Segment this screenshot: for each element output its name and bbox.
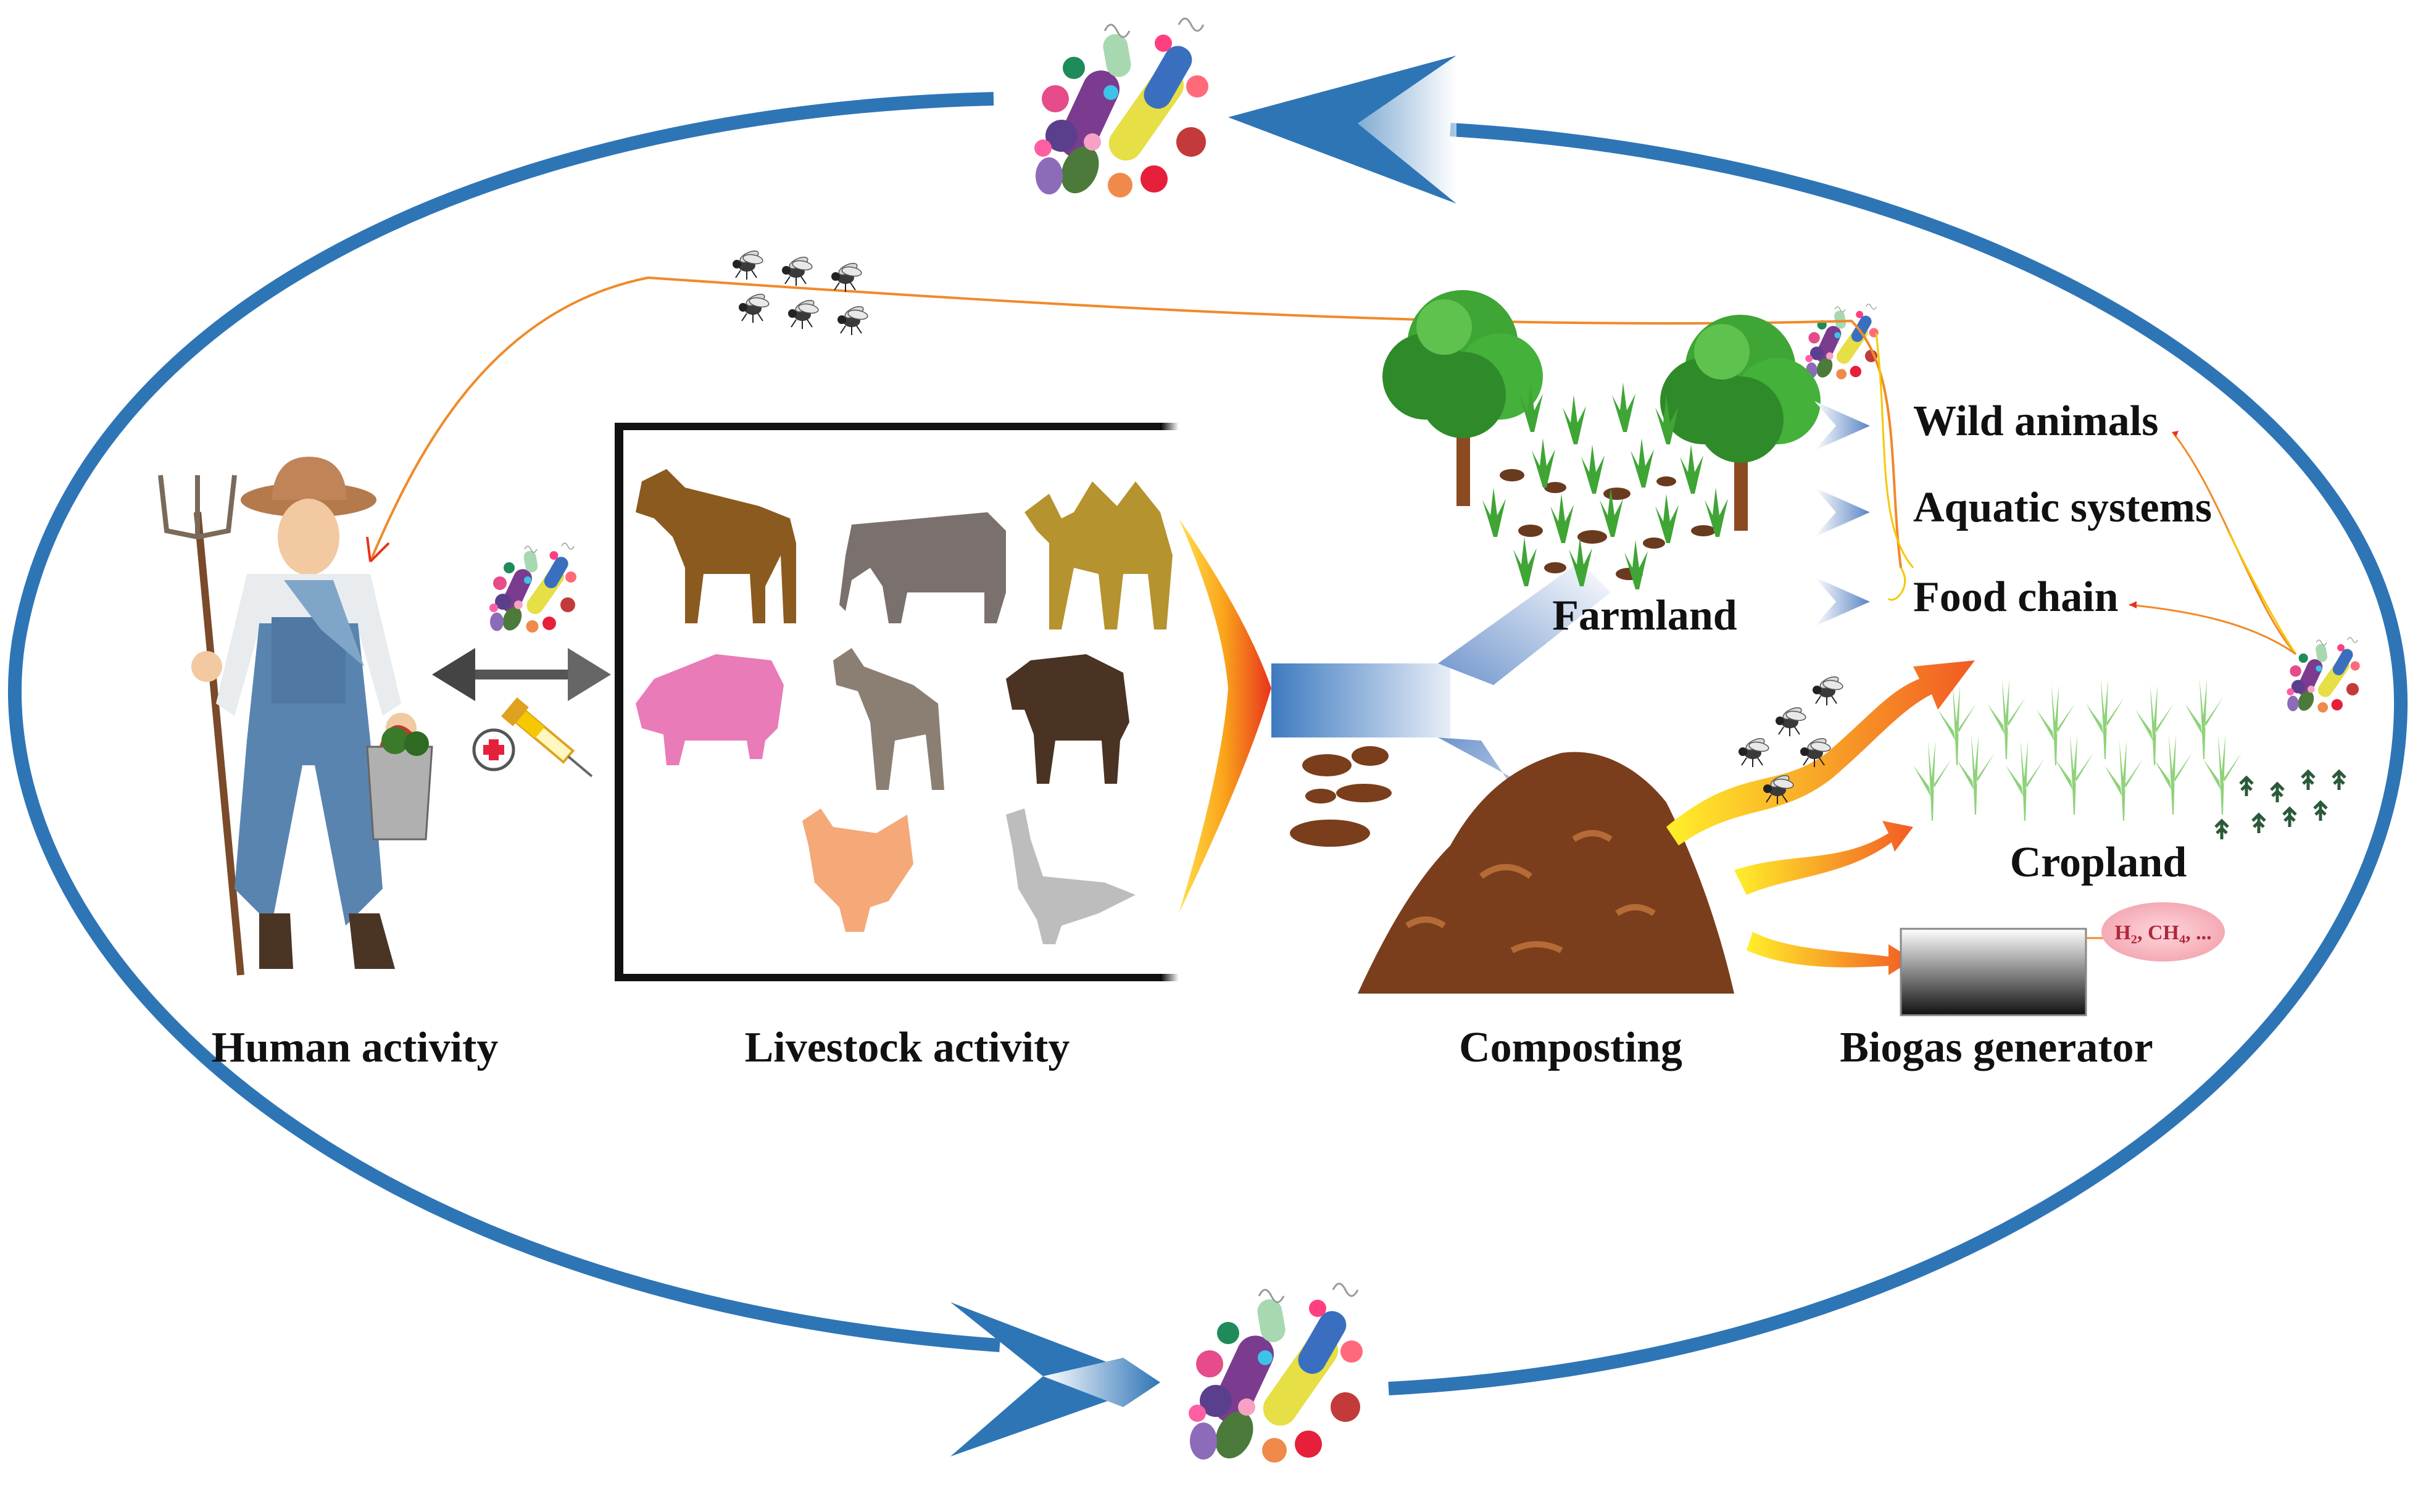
farmland-outflow-arrows xyxy=(1814,401,1870,626)
chevron-right-icon xyxy=(1814,488,1870,537)
camel-icon xyxy=(1024,481,1173,629)
cropland-illustration xyxy=(1913,679,2345,839)
flow-chevron-icon xyxy=(1179,518,1271,913)
label-aquatic-systems: Aquatic systems xyxy=(1913,484,2212,531)
label-livestock-activity: Livestock activity xyxy=(745,1024,1070,1071)
farmer-illustration xyxy=(158,457,433,976)
microbe-cluster-cropland-icon xyxy=(2286,637,2366,718)
label-biogas-products: H₂, CH₄, ... xyxy=(2114,921,2211,944)
label-biogas-generator: Biogas generator xyxy=(1840,1024,2153,1071)
biogas-products-oval xyxy=(2101,902,2225,962)
manure-icon xyxy=(1290,746,1392,847)
farmland-illustration xyxy=(1382,290,1821,589)
horse-icon xyxy=(636,469,796,623)
chicken-icon xyxy=(802,808,913,932)
fly-icon xyxy=(1738,735,1770,768)
compost-outflow xyxy=(1666,660,1975,975)
label-wild-animals: Wild animals xyxy=(1913,397,2158,445)
fly-icon xyxy=(1775,704,1807,737)
chevron-right-icon xyxy=(1814,577,1870,626)
microbe-cluster-bottom-icon xyxy=(1187,1282,1377,1476)
return-arrows xyxy=(1875,333,2297,655)
cycle-arrow-bottom-icon xyxy=(950,1302,1160,1456)
goat-icon xyxy=(833,648,944,790)
fly-icon xyxy=(837,303,869,336)
microbe-cluster-farmland-icon xyxy=(1805,304,1885,385)
goose-icon xyxy=(1006,808,1136,944)
label-composting: Composting xyxy=(1459,1024,1682,1071)
compost-heap-icon xyxy=(1358,752,1734,994)
fly-icon xyxy=(781,254,813,286)
fly-icon xyxy=(738,291,770,323)
label-food-chain: Food chain xyxy=(1913,573,2119,621)
livestock-box xyxy=(615,423,1179,981)
cycle-ring xyxy=(7,92,2408,1395)
microbe-cluster-top-icon xyxy=(1033,17,1223,211)
label-human-activity: Human activity xyxy=(212,1024,499,1071)
sheep-icon xyxy=(1006,654,1129,784)
cow-icon xyxy=(839,512,1006,623)
pig-icon xyxy=(636,654,784,765)
label-farmland: Farmland xyxy=(1552,592,1737,639)
cycle-arrow-top-icon xyxy=(1228,56,1456,204)
flow-pipe xyxy=(1271,562,1611,852)
fly-icon xyxy=(787,297,820,330)
syringe-icon xyxy=(501,697,593,778)
microbe-cluster-human-icon xyxy=(489,542,584,639)
medical-cross-icon xyxy=(472,728,515,771)
biogas-generator-icon xyxy=(1900,928,2111,1016)
fly-icon xyxy=(732,247,764,280)
fly-icon xyxy=(1812,673,1844,706)
double-arrow-icon xyxy=(432,648,611,701)
fly-icon xyxy=(831,260,863,293)
label-cropland: Cropland xyxy=(2010,839,2187,886)
chevron-right-icon xyxy=(1814,401,1870,451)
